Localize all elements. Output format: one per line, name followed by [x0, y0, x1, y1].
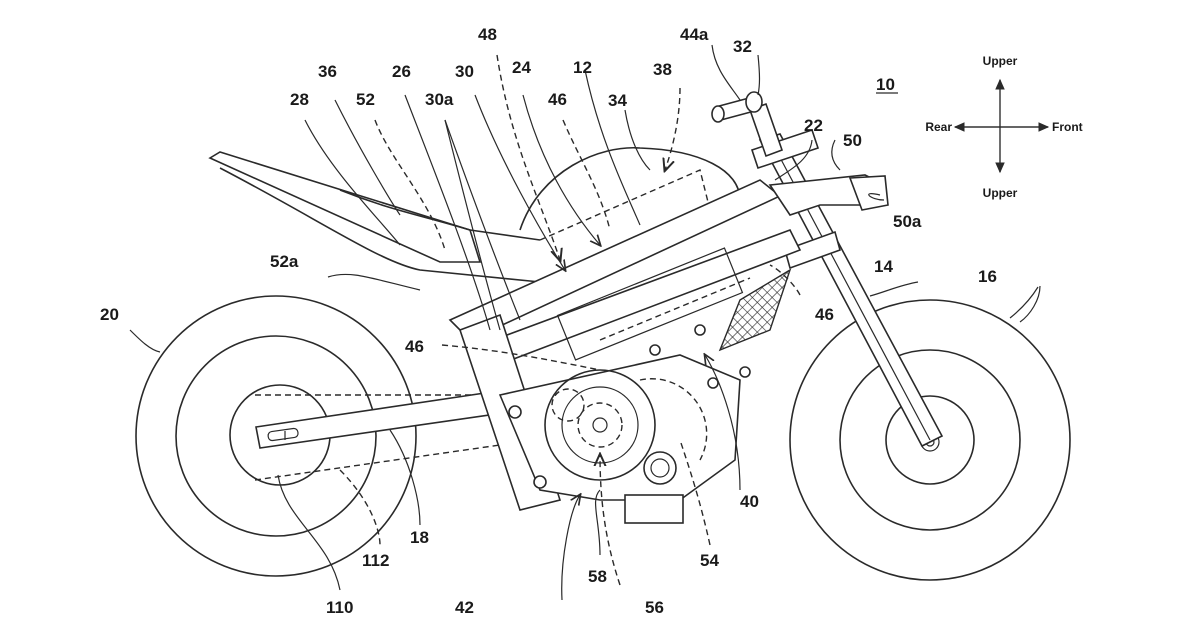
label-50: 50: [843, 131, 862, 150]
leader-lines: [129, 44, 1041, 601]
label-30a: 30a: [425, 90, 454, 109]
label-54: 54: [700, 551, 719, 570]
compass-rear-label: Rear: [925, 120, 952, 134]
label-56: 56: [645, 598, 664, 617]
label-18: 18: [410, 528, 429, 547]
label-12: 12: [573, 58, 592, 77]
label-30: 30: [455, 62, 474, 81]
compass-front-label: Front: [1052, 120, 1083, 134]
figure-reference-number: 10: [876, 75, 895, 94]
swing-arm: [254, 389, 511, 481]
label-46-left: 46: [405, 337, 424, 356]
part-labels: 28 36 52 26 30a 30 48 24 46 12 34 38 44a…: [100, 25, 997, 617]
compass-down-label: Upper: [983, 186, 1018, 200]
label-42: 42: [455, 598, 474, 617]
label-40: 40: [740, 492, 759, 511]
label-16: 16: [978, 267, 997, 286]
label-48: 48: [478, 25, 497, 44]
label-38: 38: [653, 60, 672, 79]
label-50a: 50a: [893, 212, 922, 231]
label-112: 112: [362, 551, 389, 570]
label-28: 28: [290, 90, 309, 109]
label-36: 36: [318, 62, 337, 81]
label-44a: 44a: [680, 25, 709, 44]
label-46-right: 46: [815, 305, 834, 324]
label-26: 26: [392, 62, 411, 81]
front-fork: [750, 128, 944, 448]
label-20: 20: [100, 305, 119, 324]
compass-up-label: Upper: [983, 54, 1018, 68]
label-58: 58: [588, 567, 607, 586]
label-34: 34: [608, 91, 627, 110]
label-46-top: 46: [548, 90, 567, 109]
label-32: 32: [733, 37, 752, 56]
seat-tail: [208, 151, 541, 283]
label-14: 14: [874, 257, 893, 276]
label-52: 52: [356, 90, 375, 109]
orientation-compass: Upper Upper Rear Front: [925, 54, 1082, 200]
drive-unit: [498, 324, 751, 524]
label-110: 110: [326, 598, 353, 617]
label-22: 22: [804, 116, 823, 135]
battery-cover: [519, 147, 741, 276]
handlebar: [711, 91, 784, 158]
label-24: 24: [512, 58, 531, 77]
label-52a: 52a: [270, 252, 299, 271]
